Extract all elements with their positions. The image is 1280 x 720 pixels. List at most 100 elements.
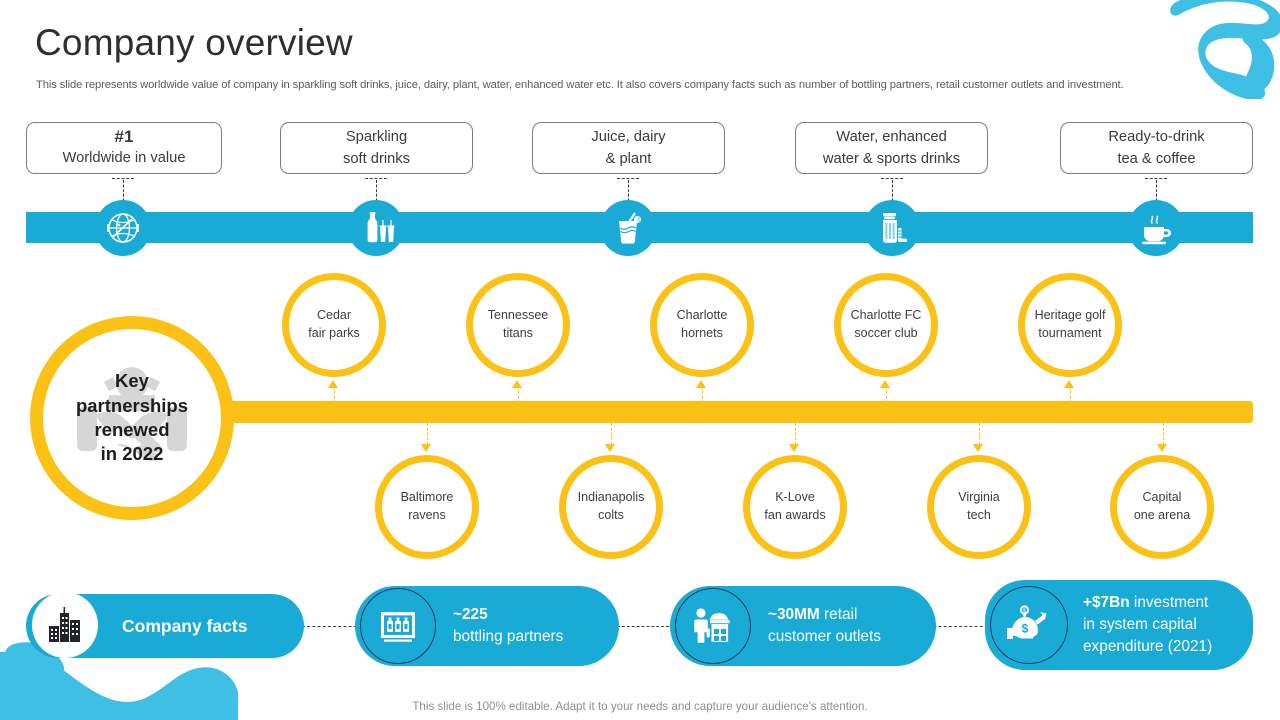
partner-line2: soccer club <box>854 326 918 340</box>
category-box-juice-dairy-plant[interactable]: Juice, dairy & plant <box>532 122 725 174</box>
page-title: Company overview <box>35 22 353 63</box>
category-box-worldwide-value[interactable]: #1 Worldwide in value <box>26 122 222 174</box>
coffee-cup-icon <box>1142 215 1171 245</box>
company-facts-icon-badge[interactable] <box>32 592 98 658</box>
category-line2: & plant <box>605 151 652 167</box>
partner-line2: titans <box>503 326 533 340</box>
stem-connector <box>628 180 629 206</box>
fact-icon-badge-investment[interactable]: $ $ <box>990 586 1068 664</box>
category-icon-coffee-cup[interactable] <box>1128 200 1184 256</box>
bottle-cups-icon <box>367 212 395 243</box>
fact-icon-badge-retail[interactable] <box>675 588 751 664</box>
partner-line2: ravens <box>408 508 446 522</box>
arrow-down-icon <box>605 444 615 452</box>
category-line1: Sparkling <box>345 128 408 145</box>
partner-circle-heritage-golf-tournament[interactable]: Heritage golf tournament <box>1018 273 1122 377</box>
connector-top <box>702 386 703 408</box>
stem-connector <box>123 180 124 206</box>
partner-line1: Charlotte <box>676 308 728 323</box>
category-line1: #1 <box>114 127 134 147</box>
partner-line2: fan awards <box>764 508 826 522</box>
arrow-up-icon <box>880 380 890 388</box>
partner-line2: one arena <box>1133 508 1191 522</box>
pill-link-dash <box>928 626 988 627</box>
fact-line2: bottling partners <box>453 628 564 645</box>
category-icon-sports-bottle[interactable] <box>864 200 920 256</box>
fact-icon-badge-bottling[interactable] <box>360 588 436 664</box>
stem-cap <box>1145 178 1167 179</box>
partner-circle-charlotte-hornets[interactable]: Charlotte hornets <box>650 273 754 377</box>
category-line2: water & sports drinks <box>822 151 961 167</box>
key-partnerships-circle[interactable]: Key partnerships renewed in 2022 <box>30 316 234 520</box>
pill-link-dash <box>612 626 674 627</box>
category-line1: Ready-to-drink <box>1108 128 1205 145</box>
retail-store-icon <box>694 608 730 643</box>
fact-bold-value: +$7Bn <box>1083 594 1130 612</box>
category-line2: soft drinks <box>343 151 410 167</box>
partner-line1: Indianapolis <box>577 490 645 505</box>
partner-circle-klove-fan-awards[interactable]: K-Love fan awards <box>743 455 847 559</box>
sports-bottle-icon <box>883 213 907 243</box>
connector-bottom <box>979 423 980 445</box>
key-line-4: in 2022 <box>100 443 164 465</box>
category-box-sparkling-soft-drinks[interactable]: Sparkling soft drinks <box>280 122 473 174</box>
partner-line2: fair parks <box>308 326 360 340</box>
arrow-down-icon <box>421 444 431 452</box>
fact-text: ~30MM retail customer outlets <box>768 604 881 648</box>
partner-circle-indianapolis-colts[interactable]: Indianapolis colts <box>559 455 663 559</box>
category-line1: Juice, dairy <box>591 128 666 145</box>
partner-line2: hornets <box>681 326 723 340</box>
partner-line2: colts <box>598 508 624 522</box>
fact-bold-value: ~225 <box>453 606 488 624</box>
fact-bold-value: ~30MM <box>768 606 820 624</box>
stem-cap <box>112 178 134 179</box>
connector-bottom <box>611 423 612 445</box>
juice-glass-icon <box>619 212 642 244</box>
page-subtitle: This slide represents worldwide value of… <box>36 79 1124 91</box>
money-bag-hand-icon: $ $ <box>1007 605 1047 639</box>
partner-line1: K-Love <box>775 490 815 505</box>
partner-line1: Cedar <box>316 308 352 323</box>
category-icon-globe[interactable] <box>95 200 151 256</box>
partner-circle-charlotte-fc-soccer-club[interactable]: Charlotte FC soccer club <box>834 273 938 377</box>
connector-bottom <box>795 423 796 445</box>
handshake-icon <box>77 367 187 462</box>
fact-line2: in system capital <box>1083 616 1197 634</box>
partner-line2: tournament <box>1038 326 1102 340</box>
footer-note: This slide is 100% editable. Adapt it to… <box>412 700 868 713</box>
bottling-plant-icon <box>381 612 415 642</box>
connector-top <box>886 386 887 408</box>
key-line-3: renewed <box>94 419 170 440</box>
partner-line1: Charlotte FC <box>850 308 922 323</box>
svg-text:$: $ <box>1023 609 1027 615</box>
connector-bottom <box>427 423 428 445</box>
stem-connector <box>376 180 377 206</box>
connector-top <box>334 386 335 408</box>
stem-cap <box>617 178 639 179</box>
svg-text:$: $ <box>1022 622 1029 636</box>
category-line2: Worldwide in value <box>62 150 186 167</box>
partner-circle-cedar-fair-parks[interactable]: Cedar fair parks <box>282 273 386 377</box>
category-icon-juice-glass[interactable] <box>600 200 656 256</box>
fact-line2: customer outlets <box>768 628 881 645</box>
category-box-ready-to-drink-tea-coffee[interactable]: Ready-to-drink tea & coffee <box>1060 122 1253 174</box>
partner-circle-tennessee-titans[interactable]: Tennessee titans <box>466 273 570 377</box>
arrow-up-icon <box>1064 380 1074 388</box>
category-icon-bottle-cups[interactable] <box>348 200 404 256</box>
fact-rest: investment <box>1129 594 1209 612</box>
fact-text: +$7Bn investment in system capital expen… <box>1083 592 1212 658</box>
arrow-down-icon <box>789 444 799 452</box>
fact-rest: retail <box>819 606 858 624</box>
arrow-up-icon <box>512 380 522 388</box>
partner-line1: Heritage golf <box>1034 308 1106 323</box>
category-box-water-enhanced-sports[interactable]: Water, enhanced water & sports drinks <box>795 122 988 174</box>
connector-top <box>1070 386 1071 408</box>
partner-line1: Tennessee <box>487 308 549 323</box>
arrow-up-icon <box>696 380 706 388</box>
stem-cap <box>881 178 903 179</box>
partner-line2: tech <box>967 508 991 522</box>
